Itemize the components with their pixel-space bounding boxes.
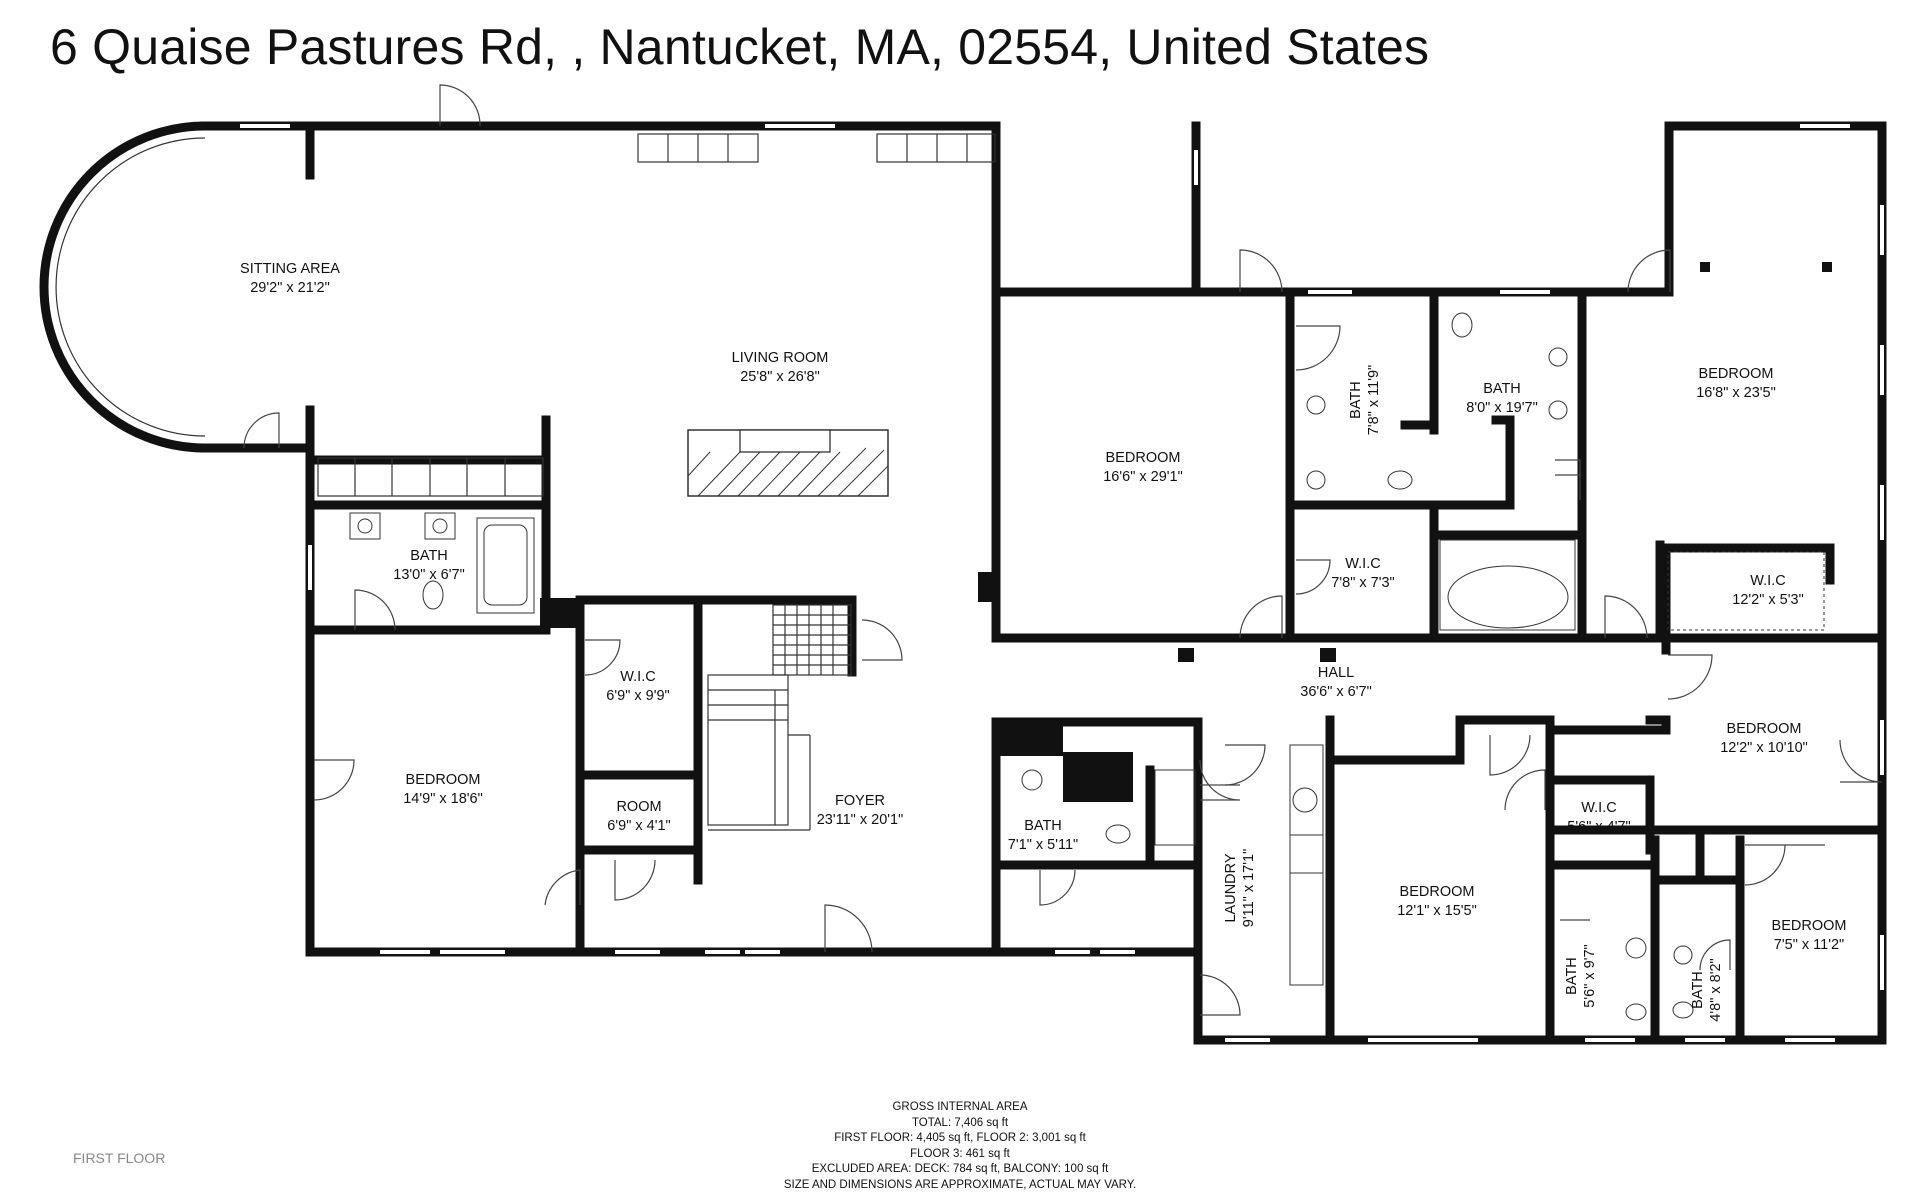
bath-foyer-name: BATH bbox=[1024, 818, 1062, 834]
bath-master-dims: 8'0" x 19'7" bbox=[1466, 400, 1537, 416]
bath-foyer-dims: 7'1" x 5'11" bbox=[1008, 837, 1078, 853]
bedroom-west-dims: 14'9" x 18'6" bbox=[403, 791, 483, 807]
room-small-name: ROOM bbox=[616, 799, 661, 815]
bedroom-east-name: BEDROOM bbox=[1727, 721, 1802, 737]
bedroom-se-name: BEDROOM bbox=[1772, 918, 1847, 934]
wic-center-name: W.I.C bbox=[1345, 556, 1380, 572]
area-line: SIZE AND DIMENSIONS ARE APPROXIMATE, ACT… bbox=[783, 1178, 1137, 1191]
bedroom-se-dims: 7'5" x 11'2" bbox=[1774, 937, 1844, 953]
laundry-dims: 9'11" x 17'1" bbox=[1241, 849, 1257, 927]
bedroom-center-dims: 16'6" x 29'1" bbox=[1103, 469, 1183, 485]
wic-center-dims: 7'8" x 7'3" bbox=[1331, 575, 1394, 591]
bath-narrow-name: BATH bbox=[1348, 381, 1364, 419]
wic-small-dims: 5'6" x 4'7" bbox=[1567, 819, 1630, 835]
structural-blocks bbox=[540, 262, 1832, 802]
area-line: FIRST FLOOR: 4,405 sq ft, FLOOR 2: 3,001… bbox=[834, 1132, 1086, 1145]
laundry-name: LAUNDRY bbox=[1223, 853, 1239, 922]
bath-small1-name: BATH bbox=[1564, 957, 1580, 995]
room-small-dims: 6'9" x 4'1" bbox=[607, 818, 670, 834]
bedroom-south-name: BEDROOM bbox=[1400, 884, 1475, 900]
room-labels: SITTING AREA 29'2" x 21'2" LIVING ROOM 2… bbox=[240, 261, 1846, 1022]
bath-small2-dims: 4'8" x 8'2" bbox=[1708, 958, 1724, 1021]
floor-label: FIRST FLOOR bbox=[73, 1150, 166, 1166]
bedroom-master-name: BEDROOM bbox=[1699, 366, 1774, 382]
windows bbox=[240, 124, 1884, 1042]
wic-west-name: W.I.C bbox=[620, 669, 655, 685]
wic-west-dims: 6'9" x 9'9" bbox=[606, 688, 669, 704]
bath-narrow-dims: 7'8" x 11'9" bbox=[1366, 365, 1382, 435]
area-line: TOTAL: 7,406 sq ft bbox=[911, 1116, 1009, 1129]
area-line: FLOOR 3: 461 sq ft bbox=[910, 1147, 1010, 1160]
foyer-dims: 23'11" x 20'1" bbox=[817, 812, 904, 828]
wic-small-name: W.I.C bbox=[1581, 800, 1616, 816]
bath-small1-dims: 5'6" x 9'7" bbox=[1582, 944, 1598, 1007]
bedroom-master-dims: 16'8" x 23'5" bbox=[1696, 385, 1776, 401]
property-address: 6 Quaise Pastures Rd, , Nantucket, MA, 0… bbox=[50, 19, 1430, 75]
bath-west-dims: 13'0" x 6'7" bbox=[393, 567, 464, 583]
area-summary: GROSS INTERNAL AREA TOTAL: 7,406 sq ft F… bbox=[760, 1100, 1160, 1194]
hall-name: HALL bbox=[1318, 665, 1354, 681]
fixtures bbox=[317, 133, 1825, 1021]
bath-small2-name: BATH bbox=[1690, 971, 1706, 1009]
bath-master-name: BATH bbox=[1483, 381, 1521, 397]
wic-master-name: W.I.C bbox=[1750, 573, 1785, 589]
living-room-name: LIVING ROOM bbox=[732, 350, 829, 366]
wic-master-dims: 12'2" x 5'3" bbox=[1732, 592, 1803, 608]
bedroom-south-dims: 12'1" x 15'5" bbox=[1397, 903, 1477, 919]
bedroom-east-dims: 12'2" x 10'10" bbox=[1720, 740, 1808, 756]
fireplace-hatch bbox=[687, 429, 889, 497]
bedroom-center-name: BEDROOM bbox=[1106, 450, 1181, 466]
living-room-dims: 25'8" x 26'8" bbox=[740, 369, 820, 385]
sitting-area-name: SITTING AREA bbox=[240, 261, 340, 277]
sitting-area-dims: 29'2" x 21'2" bbox=[250, 280, 330, 296]
bath-west-name: BATH bbox=[410, 548, 448, 564]
hall-dims: 36'6" x 6'7" bbox=[1300, 684, 1371, 700]
foyer-name: FOYER bbox=[835, 793, 885, 809]
bay-window-wall bbox=[39, 121, 210, 453]
bedroom-west-name: BEDROOM bbox=[406, 772, 481, 788]
doors bbox=[243, 84, 1883, 1016]
area-line: EXCLUDED AREA: DECK: 784 sq ft, BALCONY:… bbox=[811, 1163, 1109, 1176]
area-line: GROSS INTERNAL AREA bbox=[892, 1101, 1028, 1113]
